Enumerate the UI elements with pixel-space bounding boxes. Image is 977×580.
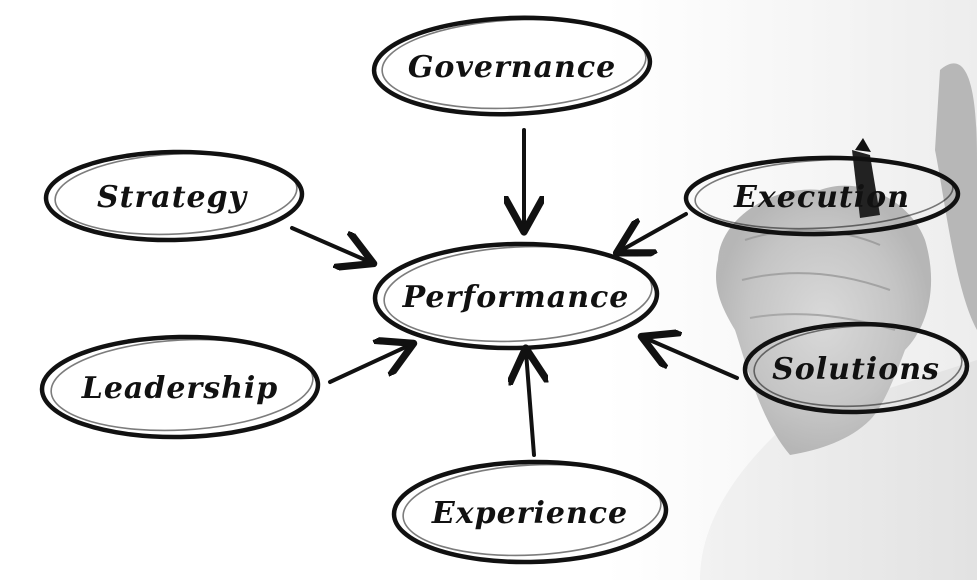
node-solutions-label: Solutions bbox=[772, 352, 940, 387]
node-strategy: Strategy bbox=[43, 149, 305, 243]
node-execution: Execution bbox=[683, 155, 961, 237]
edge-solutions-to-performance bbox=[645, 338, 739, 380]
node-strategy-label: Strategy bbox=[97, 180, 249, 215]
node-experience-label: Experience bbox=[431, 496, 628, 531]
edge-leadership-to-performance bbox=[328, 345, 410, 384]
node-experience: Experience bbox=[391, 459, 669, 565]
node-solutions: Solutions bbox=[742, 321, 970, 415]
edge-experience-to-performance bbox=[526, 352, 534, 457]
edge-execution-to-performance bbox=[620, 212, 688, 251]
node-leadership: Leadership bbox=[39, 334, 321, 440]
node-governance: Governance bbox=[371, 15, 653, 117]
hand-with-marker-image bbox=[700, 63, 977, 580]
node-execution-label: Execution bbox=[733, 180, 910, 215]
node-performance-label: Performance bbox=[402, 280, 630, 315]
edges bbox=[290, 128, 739, 457]
edge-strategy-to-performance bbox=[290, 226, 370, 262]
node-leadership-label: Leadership bbox=[81, 371, 279, 406]
node-performance: Performance bbox=[372, 241, 660, 351]
node-governance-label: Governance bbox=[408, 50, 616, 85]
